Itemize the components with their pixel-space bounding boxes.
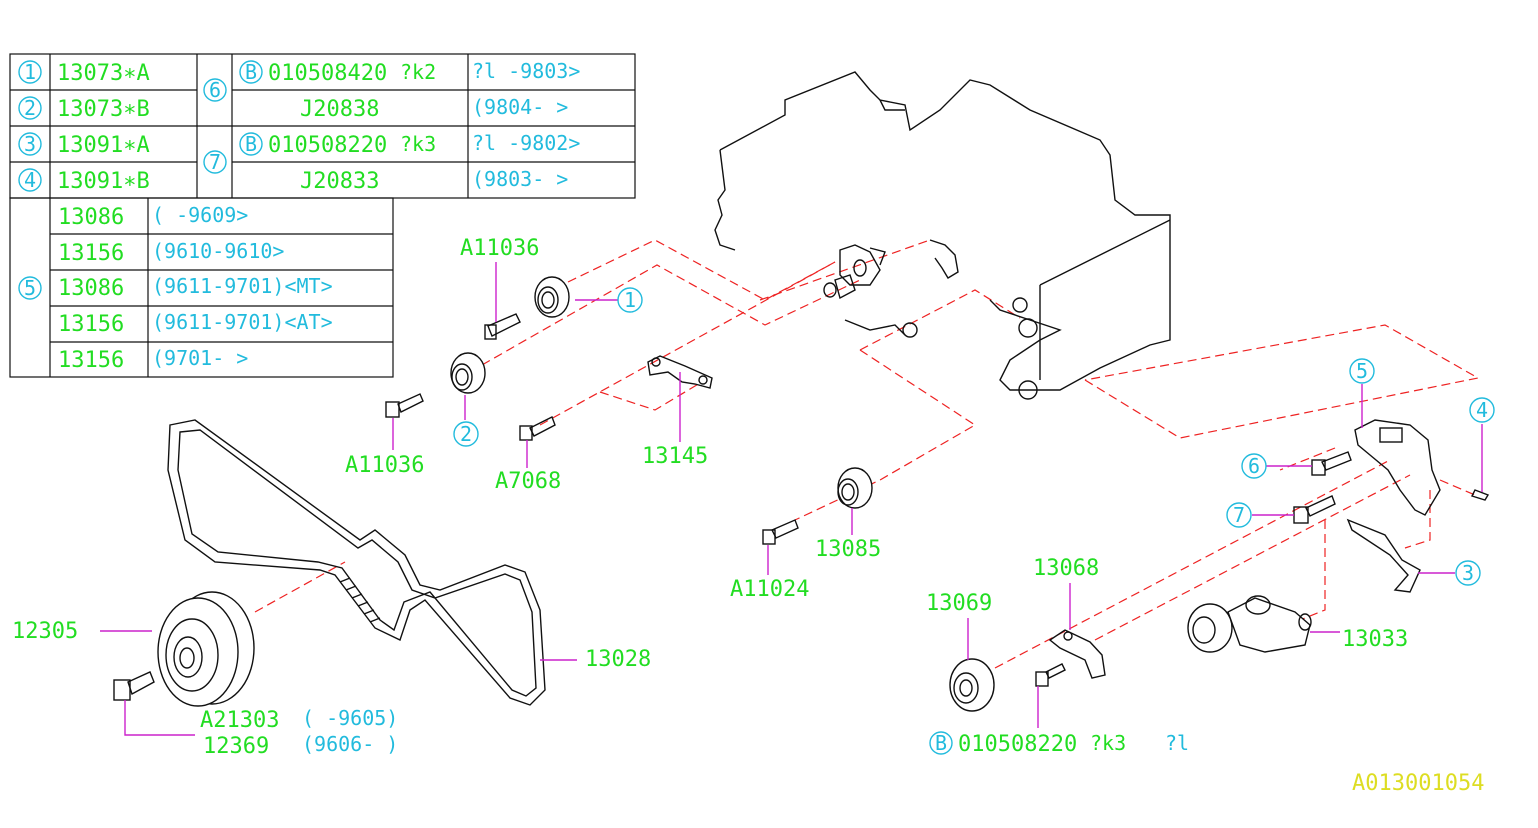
idler-pulley-13085 xyxy=(837,467,873,509)
leader-lines xyxy=(100,262,1483,736)
part-labels: A11036 A11036 A7068 13145 13085 A11024 1… xyxy=(12,236,1408,759)
marker-1: 1 xyxy=(24,60,36,84)
bracket-13145 xyxy=(647,355,713,389)
tensioner-13033 xyxy=(1187,595,1312,653)
date-code: (9803- > xyxy=(472,167,568,191)
part-number: 13156 xyxy=(58,312,124,337)
part-number: 13086 xyxy=(58,205,124,230)
date-code: ( -9609> xyxy=(152,203,248,227)
part-number: 010508220 xyxy=(268,133,387,158)
part-number: 13091∗B xyxy=(57,169,150,194)
label-13068: 13068 xyxy=(1033,556,1099,581)
label-13085: 13085 xyxy=(815,537,881,562)
timing-belt-13028 xyxy=(167,419,546,706)
bolt-bottom xyxy=(1035,663,1066,687)
date-code: ?l -9802> xyxy=(472,131,580,155)
table-row: 4 13091∗B xyxy=(18,168,150,194)
callouts: 1 2 3 4 5 6 7 B xyxy=(453,287,1495,755)
bolt-6 xyxy=(1311,451,1352,476)
label-12369: 12369 xyxy=(203,734,269,759)
date-code: (9804- > xyxy=(472,95,568,119)
date-code: ( -9605) xyxy=(302,706,398,730)
date-code: (9701- > xyxy=(152,346,248,370)
marker-2: 2 xyxy=(24,96,36,120)
part-number: 13091∗A xyxy=(57,133,150,158)
table-row: 1 13073∗A xyxy=(18,60,150,86)
part-number: 13086 xyxy=(58,276,124,301)
suffix-code: ?k2 xyxy=(400,60,436,84)
label-a11024: A11024 xyxy=(730,577,809,602)
part-number: J20833 xyxy=(300,169,379,194)
crank-pulley-12305 xyxy=(157,591,255,707)
table-row: 3 13091∗A xyxy=(18,132,150,158)
bolt-7 xyxy=(1293,495,1336,524)
date-code: ?l xyxy=(1165,731,1189,755)
parts-table-top: 1 13073∗A 2 13073∗B 3 13091∗A 4 13091∗B … xyxy=(9,53,636,199)
callout-2: 2 xyxy=(460,422,472,446)
date-code: (9610-9610> xyxy=(152,239,284,263)
label-13145: 13145 xyxy=(642,444,708,469)
date-code: (9611-9701)<MT> xyxy=(152,274,333,298)
idler-pulley-2 xyxy=(450,352,486,394)
bracket-3 xyxy=(1346,518,1421,593)
date-code: ?l -9803> xyxy=(472,59,580,83)
callout-5: 5 xyxy=(1356,359,1368,383)
assembly-lines xyxy=(254,239,1480,669)
part-number: J20838 xyxy=(300,97,379,122)
label-12305: 12305 xyxy=(12,619,78,644)
label-13028: 13028 xyxy=(585,647,651,672)
date-code: (9606- ) xyxy=(302,732,398,756)
bolt-a11036-bottom xyxy=(385,393,424,418)
parts-table-bottom: 5 13086 ( -9609> 13156 (9610-9610> 13086… xyxy=(9,197,394,378)
label-bottom-bolt: 010508220 xyxy=(958,732,1077,757)
bolt-marker: B xyxy=(935,731,947,755)
callout-7: 7 xyxy=(1233,503,1245,527)
suffix-code: ?k3 xyxy=(400,132,436,156)
label-a21303: A21303 xyxy=(200,708,279,733)
diagram-code: A013001054 xyxy=(1352,771,1484,796)
callout-3: 3 xyxy=(1462,561,1474,585)
clip-4 xyxy=(1471,489,1490,501)
part-number: 13073∗A xyxy=(57,61,150,86)
bolt-a11036-top xyxy=(484,313,521,340)
suffix-code: ?k3 xyxy=(1090,731,1126,755)
date-code: (9611-9701)<AT> xyxy=(152,310,333,334)
label-a11036-top: A11036 xyxy=(460,236,539,261)
label-a11036-bottom: A11036 xyxy=(345,453,424,478)
table-row: 2 13073∗B xyxy=(18,96,150,122)
idler-pulley-13069 xyxy=(949,658,995,712)
callout-6: 6 xyxy=(1248,454,1260,478)
idler-pulley-1 xyxy=(534,276,570,318)
label-13033: 13033 xyxy=(1342,627,1408,652)
part-number: 010508420 xyxy=(268,61,387,86)
label-13069: 13069 xyxy=(926,591,992,616)
marker-4: 4 xyxy=(24,168,36,192)
label-a7068: A7068 xyxy=(495,469,561,494)
marker-6: 6 xyxy=(209,78,221,102)
marker-7: 7 xyxy=(209,150,221,174)
callout-1: 1 xyxy=(624,288,636,312)
bolt-marker: B xyxy=(245,132,257,156)
bracket-13068 xyxy=(1048,629,1106,679)
bolt-a7068 xyxy=(519,416,556,441)
bolt-a11024 xyxy=(762,519,799,545)
callout-4: 4 xyxy=(1476,398,1488,422)
crank-bolt xyxy=(113,671,155,701)
marker-3: 3 xyxy=(24,132,36,156)
bolt-marker: B xyxy=(245,60,257,84)
part-number: 13156 xyxy=(58,348,124,373)
part-number: 13073∗B xyxy=(57,97,150,122)
marker-5: 5 xyxy=(24,276,36,300)
bracket-5 xyxy=(1354,419,1441,516)
part-number: 13156 xyxy=(58,241,124,266)
engine-block xyxy=(714,71,1171,400)
